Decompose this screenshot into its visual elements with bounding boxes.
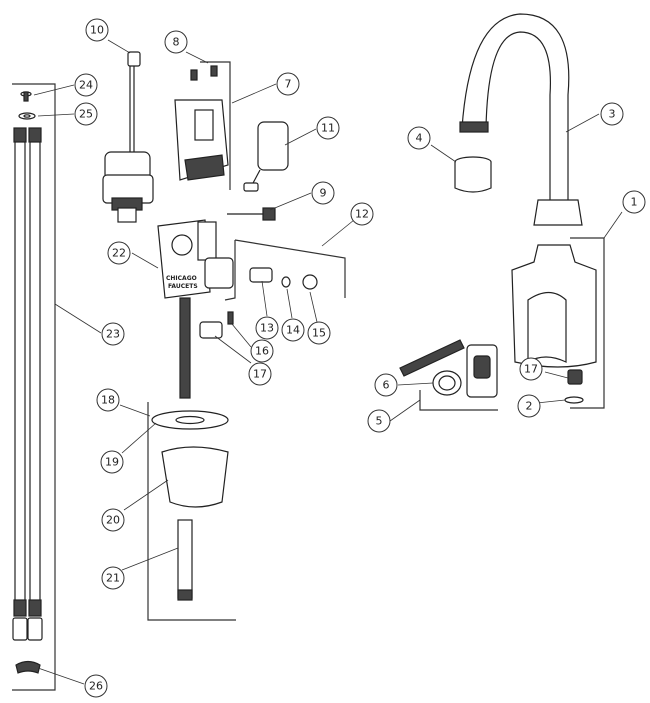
svg-text:1: 1 <box>631 196 638 209</box>
callout-16: 16 <box>250 339 274 363</box>
callout-12: 12 <box>350 202 374 226</box>
callout-9: 9 <box>311 181 335 205</box>
supply-hoses <box>12 83 56 691</box>
svg-text:5: 5 <box>376 415 383 428</box>
callout-10: 10 <box>85 18 109 42</box>
svg-text:6: 6 <box>383 379 390 392</box>
callout-2: 2 <box>517 394 541 418</box>
svg-text:9: 9 <box>320 187 327 200</box>
sensor-cable <box>127 51 141 155</box>
faucet-body: CHICAGO FAUCETS <box>157 219 234 399</box>
sensor-kit <box>399 339 498 411</box>
svg-text:25: 25 <box>79 108 93 121</box>
svg-text:18: 18 <box>101 394 115 407</box>
callout-25: 25 <box>74 102 98 126</box>
cover-housing <box>511 237 605 409</box>
svg-text:15: 15 <box>312 327 326 340</box>
callout-19: 19 <box>100 450 124 474</box>
svg-text:3: 3 <box>609 108 616 121</box>
svg-text:22: 22 <box>112 247 126 260</box>
svg-text:4: 4 <box>416 132 423 145</box>
callout-18: 18 <box>96 388 120 412</box>
svg-text:17: 17 <box>524 363 538 376</box>
leader-lines <box>33 39 623 685</box>
callout-5: 5 <box>367 409 391 433</box>
svg-text:16: 16 <box>255 345 269 358</box>
callout-11: 11 <box>316 116 340 140</box>
svg-text:23: 23 <box>106 328 120 341</box>
callout-6: 6 <box>374 373 398 397</box>
gooseneck-spout <box>459 13 583 226</box>
solenoid-valve <box>102 151 154 223</box>
body-label-line2: FAUCETS <box>168 283 198 290</box>
callout-23: 23 <box>101 322 125 346</box>
callout-bubbles: 1 2 3 4 5 6 7 8 9 10 11 12 13 14 15 16 1… <box>74 18 646 698</box>
svg-text:21: 21 <box>106 572 120 585</box>
svg-text:20: 20 <box>106 514 120 527</box>
battery-pack <box>243 121 289 192</box>
callout-8: 8 <box>164 30 188 54</box>
bracket-assembly <box>174 61 231 190</box>
body-label-line1: CHICAGO <box>166 275 197 282</box>
svg-text:26: 26 <box>89 680 103 693</box>
callout-20: 20 <box>101 508 125 532</box>
svg-text:17: 17 <box>253 368 267 381</box>
svg-text:19: 19 <box>105 456 119 469</box>
callout-7: 7 <box>276 72 300 96</box>
callout-17-right: 17 <box>519 357 543 381</box>
callout-3: 3 <box>600 102 624 126</box>
aerator <box>454 156 492 193</box>
svg-text:10: 10 <box>90 24 104 37</box>
callout-21: 21 <box>101 566 125 590</box>
callout-22: 22 <box>107 241 131 265</box>
callout-4: 4 <box>407 126 431 150</box>
callout-24: 24 <box>74 73 98 97</box>
callout-13: 13 <box>255 316 279 340</box>
svg-text:2: 2 <box>526 400 533 413</box>
svg-text:24: 24 <box>79 79 93 92</box>
callout-14: 14 <box>281 318 305 342</box>
callout-26: 26 <box>84 674 108 698</box>
svg-text:14: 14 <box>286 324 300 337</box>
right-small-parts <box>564 369 584 404</box>
small-parts-left <box>15 91 41 674</box>
svg-text:8: 8 <box>173 36 180 49</box>
filter-group <box>224 239 346 301</box>
svg-text:13: 13 <box>260 322 274 335</box>
mounting-group <box>147 402 236 621</box>
callout-1: 1 <box>622 190 646 214</box>
svg-text:11: 11 <box>321 122 335 135</box>
callout-17-center: 17 <box>248 362 272 386</box>
svg-text:12: 12 <box>355 208 369 221</box>
callout-15: 15 <box>307 321 331 345</box>
pigtail-connector <box>227 207 276 221</box>
svg-text:7: 7 <box>285 78 292 91</box>
fasteners <box>199 311 234 339</box>
